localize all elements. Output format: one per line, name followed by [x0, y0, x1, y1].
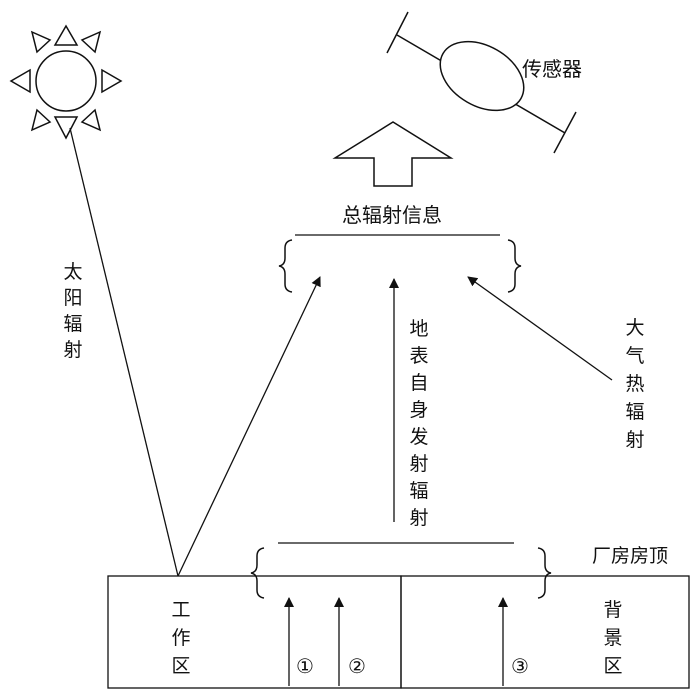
reflected-radiation-arrow — [177, 276, 321, 577]
upper-left-brace — [278, 239, 293, 293]
total-radiation-label: 总辐射信息 — [342, 203, 442, 227]
upper-right-brace — [507, 239, 522, 293]
marker-2: ② — [348, 654, 366, 678]
lower-left-brace — [250, 547, 265, 599]
work-area-label: 工作区 — [171, 599, 191, 677]
solar-radiation-label: 太阳辐射 — [63, 261, 83, 361]
background-area-box — [400, 575, 690, 689]
sun-icon — [9, 24, 123, 140]
background-area-label: 背景区 — [603, 599, 623, 677]
surface-emission-label: 地表自身发射辐射 — [409, 318, 429, 529]
marker-3: ③ — [511, 654, 529, 678]
sensor-label: 传感器 — [522, 57, 582, 81]
sensor-icon — [386, 11, 577, 154]
solar-radiation-line — [69, 127, 179, 577]
atmospheric-radiation-arrow — [467, 276, 613, 381]
marker-1: ① — [296, 654, 314, 678]
factory-roof-label: 厂房房顶 — [592, 545, 669, 567]
atmospheric-thermal-label: 大气热辐射 — [625, 317, 645, 451]
upward-output-arrow — [332, 121, 454, 187]
lower-right-brace — [537, 547, 552, 599]
